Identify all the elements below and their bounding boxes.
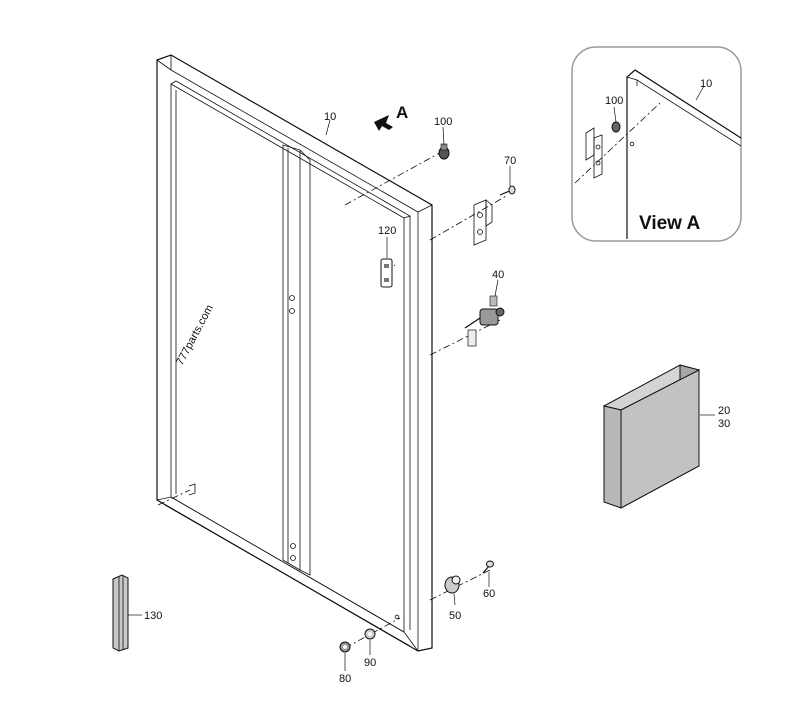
callout-labels: 10 100 70 120 40 20 30 130 50 60 80 90 xyxy=(144,111,730,685)
hinge-bracket xyxy=(473,199,493,246)
view-a-inset: 10 100 View A xyxy=(571,46,742,242)
part-130-gasket xyxy=(112,574,129,652)
leader-lines xyxy=(128,119,715,671)
callout-100: 100 xyxy=(434,116,452,128)
part-80-nut xyxy=(339,641,351,653)
part-120-catch xyxy=(380,258,393,288)
view-a-arrow: A xyxy=(374,103,408,131)
callout-120: 120 xyxy=(378,225,396,237)
callout-130: 130 xyxy=(144,610,162,622)
callout-20: 20 xyxy=(718,405,730,417)
assembly-lines xyxy=(157,149,509,649)
callout-50: 50 xyxy=(449,610,461,622)
part-90-washer xyxy=(364,628,376,640)
part-100-cap xyxy=(438,143,450,160)
callout-40: 40 xyxy=(492,269,504,281)
callout-10: 10 xyxy=(324,111,336,123)
part-60-bolt xyxy=(482,560,494,574)
inset-frame xyxy=(571,46,742,242)
inset-callout-10: 10 xyxy=(700,78,712,90)
callout-30: 30 xyxy=(718,418,730,430)
inset-title: View A xyxy=(639,213,701,234)
inset-callout-100: 100 xyxy=(605,95,623,107)
part-70-screw xyxy=(499,185,516,196)
part-20-30-panel xyxy=(602,364,701,509)
watermark: 777parts.com xyxy=(174,303,216,367)
part-40-lock xyxy=(464,295,505,347)
part-50-roller xyxy=(444,575,461,594)
callout-90: 90 xyxy=(364,657,376,669)
callout-60: 60 xyxy=(483,588,495,600)
view-arrow-letter: A xyxy=(396,103,408,122)
callout-80: 80 xyxy=(339,673,351,685)
door-frame xyxy=(156,54,433,652)
callout-70: 70 xyxy=(504,155,516,167)
